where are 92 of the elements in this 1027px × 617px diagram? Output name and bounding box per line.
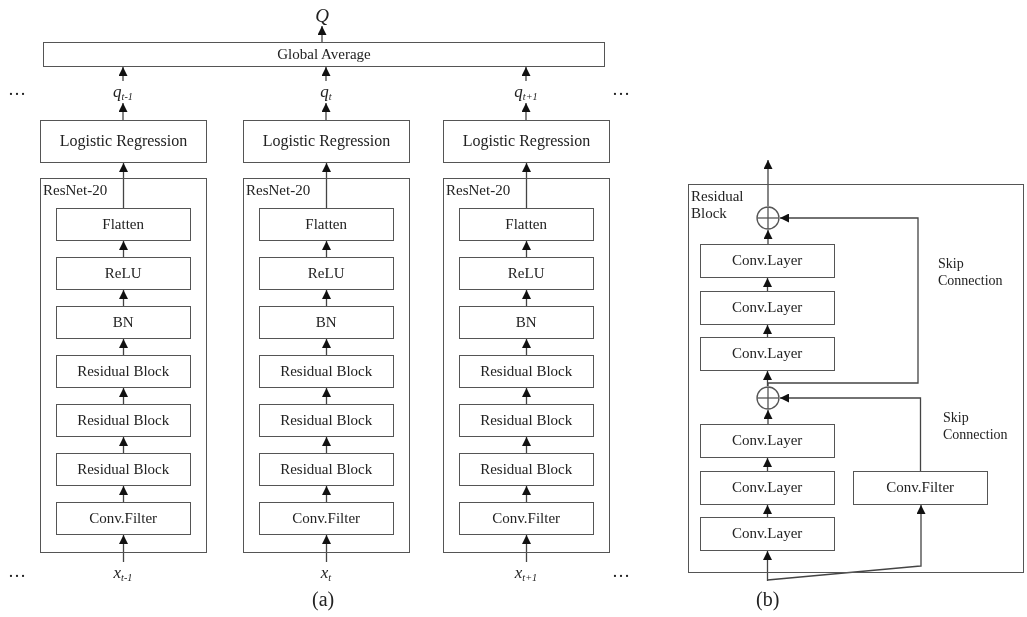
arrow [119, 289, 128, 307]
arrow [119, 534, 128, 563]
process-box: Logistic Regression [40, 120, 207, 163]
container-box [688, 184, 1024, 573]
arrow [521, 102, 531, 121]
ellipsis-text: … [612, 80, 630, 100]
arrow [322, 289, 331, 307]
process-box: Residual Block [258, 452, 394, 486]
process-box: Flatten [55, 207, 191, 241]
arrow [119, 387, 128, 405]
process-box: Residual Block [458, 354, 594, 388]
process-box: Conv.Layer [699, 336, 835, 371]
group-title: ResNet-20 [446, 182, 512, 199]
arrow [522, 162, 531, 209]
arrow [522, 338, 531, 356]
arrow [522, 485, 531, 503]
arrow [317, 25, 327, 43]
panel-caption: (a) [312, 588, 335, 610]
process-box: Flatten [458, 207, 594, 241]
arrow [321, 66, 331, 82]
arrow [521, 66, 531, 82]
arrow [763, 324, 772, 338]
arrow [763, 409, 773, 425]
ellipsis-text: … [8, 562, 26, 582]
process-box: Conv.Layer [699, 470, 835, 505]
process-box: Conv.Layer [699, 423, 835, 458]
arrow [119, 162, 128, 209]
process-box: Logistic Regression [243, 120, 410, 163]
arrow [322, 387, 331, 405]
arrow [322, 162, 331, 209]
arrow [763, 229, 773, 245]
arrow [767, 213, 919, 387]
process-box: BN [458, 305, 594, 339]
process-box: Residual Block [55, 354, 191, 388]
group-title: ResNet-20 [246, 182, 312, 199]
process-box: Residual Block [458, 403, 594, 437]
sum-circle [755, 205, 780, 230]
ellipsis-text: … [612, 562, 630, 582]
ellipsis-text: … [8, 80, 26, 100]
process-box: ReLU [458, 256, 594, 290]
process-box: Residual Block [258, 403, 394, 437]
process-box: Conv.Layer [699, 516, 835, 551]
arrow [522, 240, 531, 258]
process-box: Conv.Filter [258, 501, 394, 535]
process-box: BN [258, 305, 394, 339]
arrow [322, 240, 331, 258]
group-title: ResNet-20 [43, 182, 109, 199]
process-box: Residual Block [55, 452, 191, 486]
arrow [522, 289, 531, 307]
container-box [40, 178, 207, 553]
arrow [522, 387, 531, 405]
arrow [522, 436, 531, 454]
arrow [763, 457, 772, 472]
process-box: Residual Block [258, 354, 394, 388]
container-box [443, 178, 610, 553]
arrow [119, 485, 128, 503]
arrow [119, 436, 128, 454]
arrow [119, 338, 128, 356]
process-box: Conv.Filter [852, 470, 988, 505]
process-box: Conv.Filter [458, 501, 594, 535]
process-box: Flatten [258, 207, 394, 241]
arrow [779, 393, 922, 472]
edge-label: Skip Connection [943, 410, 1009, 444]
arrow [763, 504, 772, 518]
arrow [321, 102, 331, 121]
process-box: Global Average [43, 42, 605, 67]
arrow [763, 550, 772, 582]
process-box: Residual Block [458, 452, 594, 486]
arrow [322, 534, 331, 563]
process-box: ReLU [55, 256, 191, 290]
container-box [243, 178, 410, 553]
process-box: Logistic Regression [443, 120, 610, 163]
edge-label: Skip Connection [938, 256, 1004, 290]
process-box: ReLU [258, 256, 394, 290]
arrow [118, 102, 128, 121]
panel-caption: (b) [756, 588, 780, 610]
arrow [322, 485, 331, 503]
process-box: Conv.Filter [55, 501, 191, 535]
arrow [322, 436, 331, 454]
sum-circle [755, 385, 780, 410]
arrow [522, 534, 531, 563]
process-box: Conv.Layer [699, 243, 835, 278]
process-box: Conv.Layer [699, 290, 835, 325]
arrow [119, 240, 128, 258]
arrow [763, 277, 772, 292]
process-box: BN [55, 305, 191, 339]
group-title: Residual Block [691, 188, 745, 221]
process-box: Residual Block [55, 403, 191, 437]
arrow [118, 66, 128, 82]
arrow [766, 504, 926, 581]
arrow [763, 159, 773, 207]
arrow [322, 338, 331, 356]
